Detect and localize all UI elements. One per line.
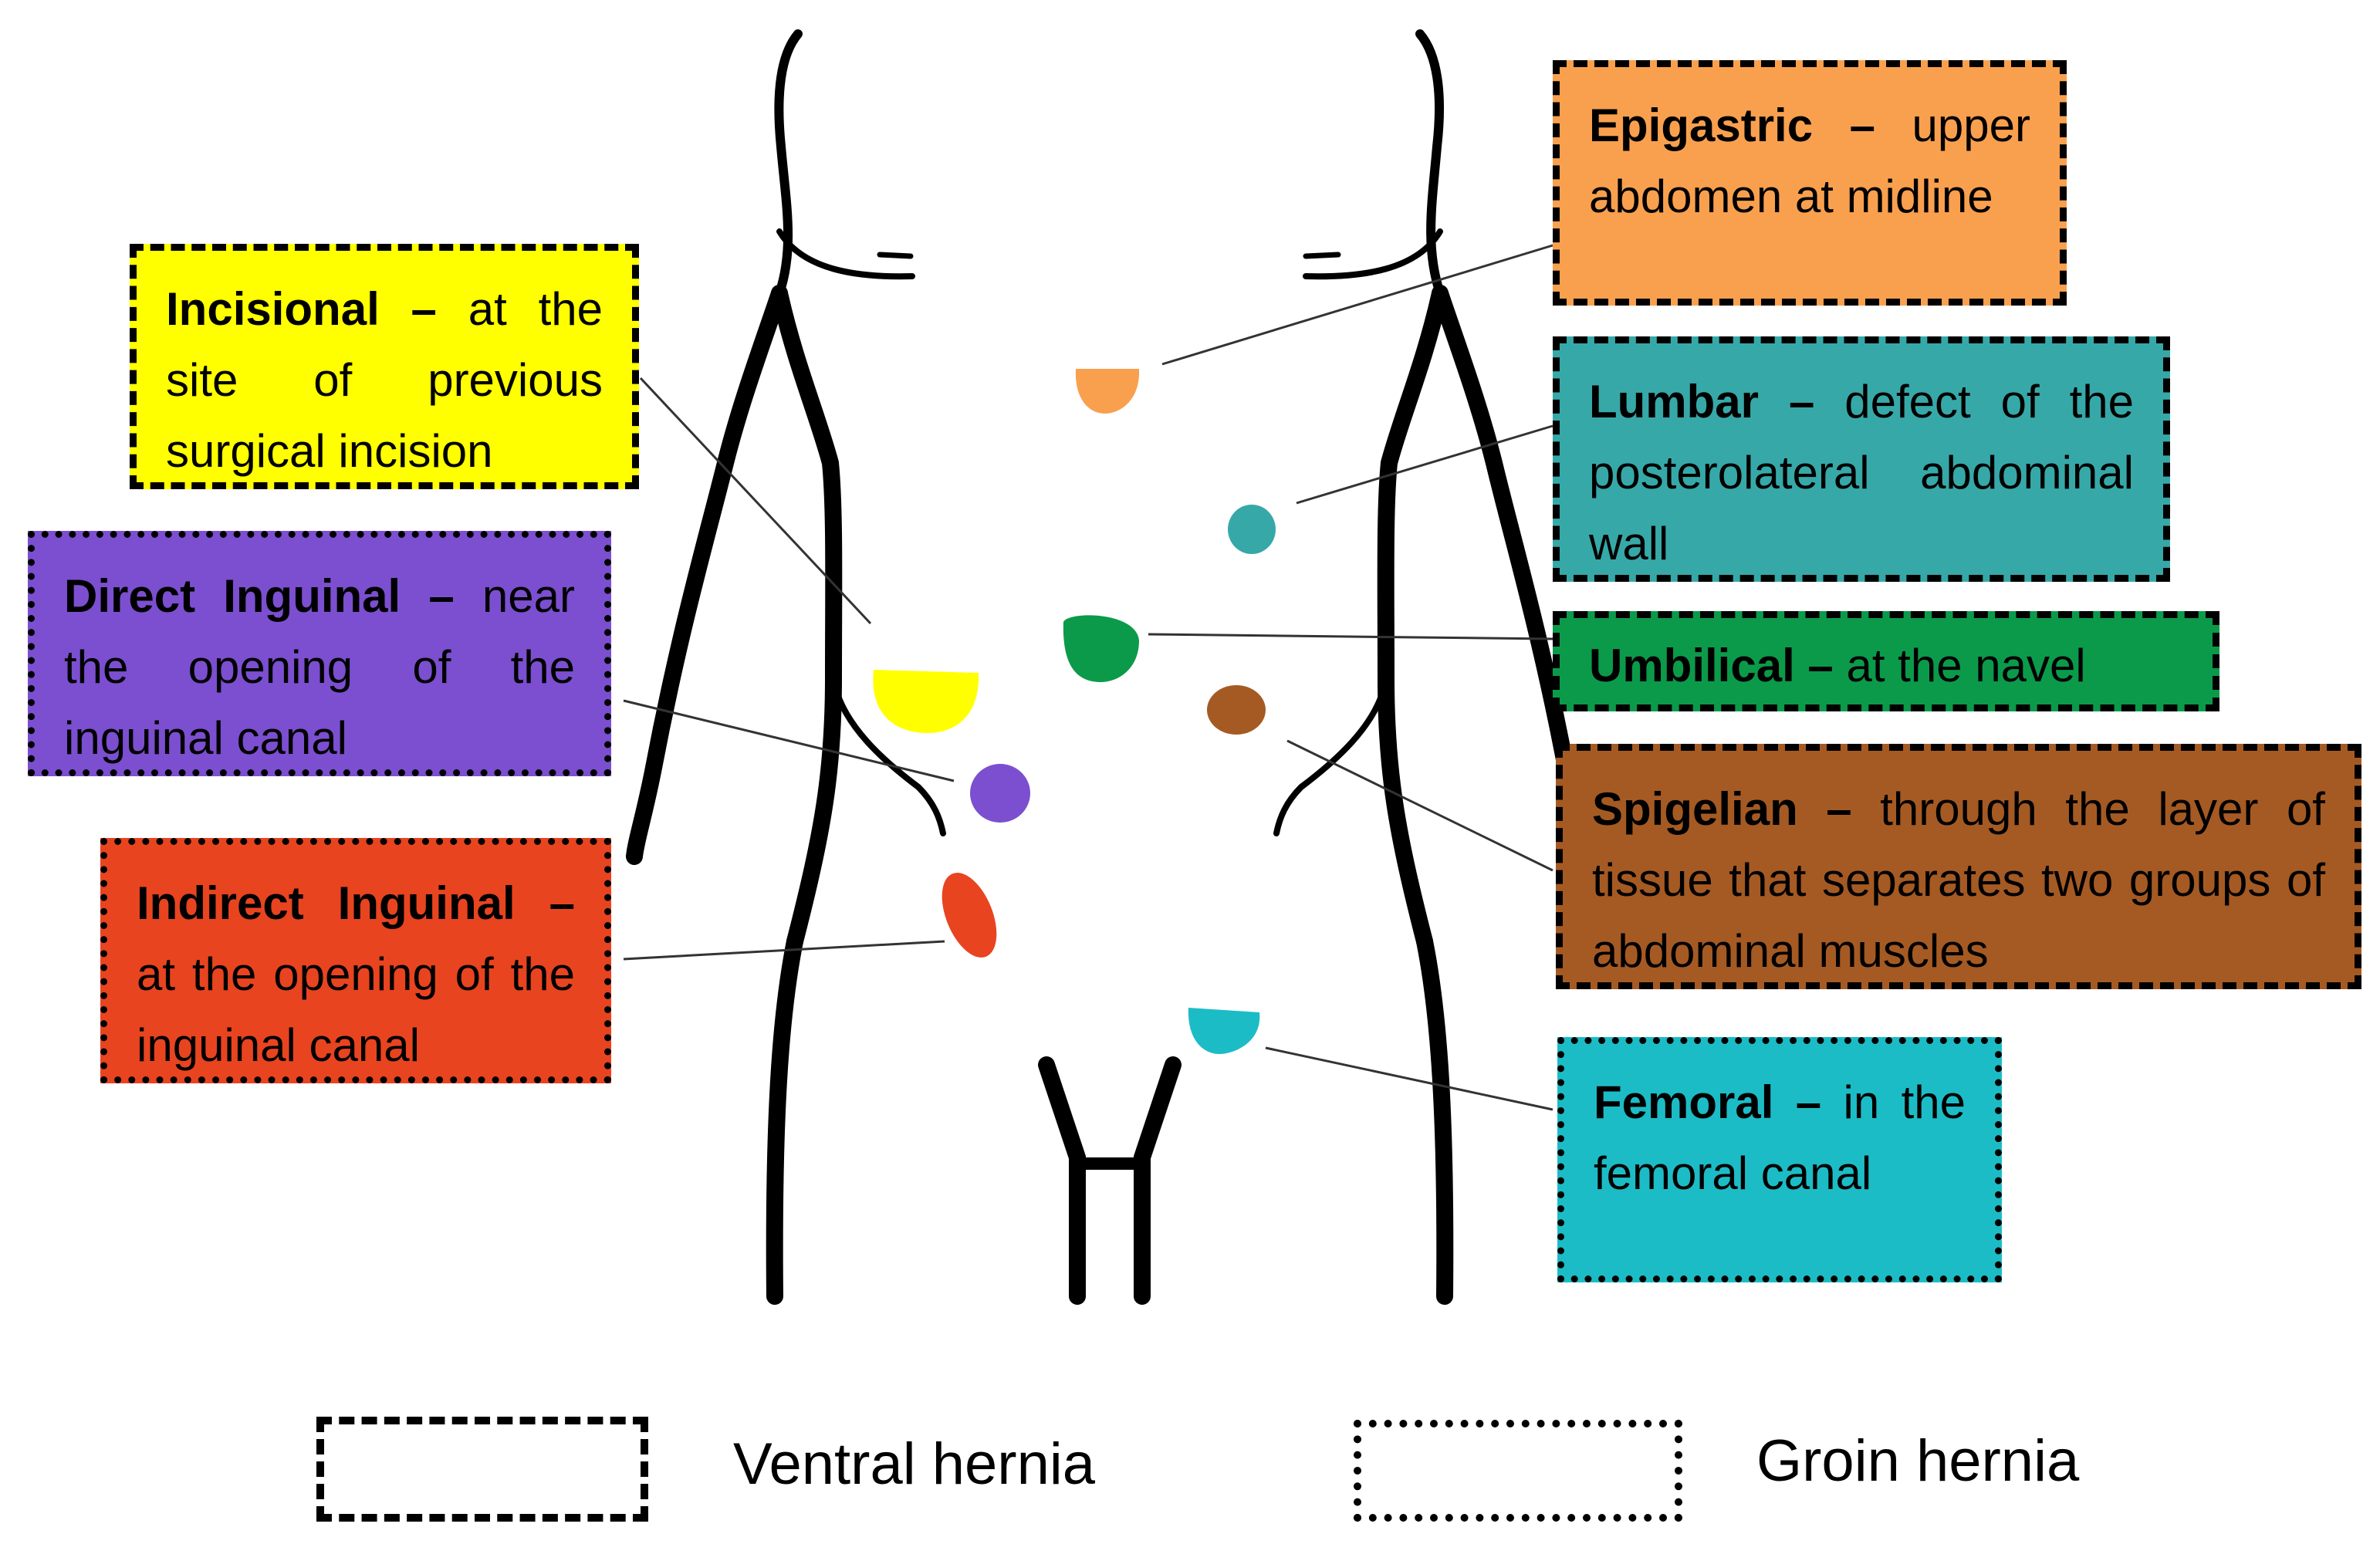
legend-groin-label: Groin hernia: [1756, 1428, 2080, 1494]
label-umbilical-desc: at the navel: [1846, 640, 2086, 691]
label-separator: –: [515, 877, 575, 929]
label-umbilical-name: Umbilical: [1589, 640, 1795, 691]
label-incisional: Incisional – at the site of previous sur…: [130, 244, 639, 489]
label-lumbar-name: Lumbar: [1589, 376, 1760, 427]
marker-spigelian: [1207, 685, 1266, 735]
connector-lines: [623, 244, 1553, 1111]
label-direct-inguinal-name: Direct Inguinal: [64, 570, 401, 622]
label-direct-inguinal: Direct Inguinal – near the opening of th…: [28, 531, 611, 776]
label-indirect-inguinal-name: Indirect Inguinal: [137, 877, 516, 929]
label-spigelian-name: Spigelian: [1592, 783, 1798, 835]
label-separator: –: [1813, 100, 1912, 151]
label-spigelian-desc: through the layer of tissue that separat…: [1592, 783, 2325, 977]
label-separator: –: [401, 570, 482, 622]
label-incisional-desc: at the site of previous surgical incisio…: [166, 283, 603, 477]
label-indirect-inguinal: Indirect Inguinal – at the opening of th…: [100, 838, 611, 1083]
label-separator: –: [1759, 376, 1845, 427]
label-femoral-desc: in the femoral canal: [1594, 1076, 1966, 1199]
label-separator: –: [379, 283, 468, 335]
marker-direct-inguinal: [970, 764, 1030, 823]
body-outline: [626, 29, 1594, 1305]
marker-epigastric: [1075, 369, 1140, 414]
label-femoral-name: Femoral: [1594, 1076, 1774, 1128]
hernia-markers: [873, 369, 1276, 1054]
label-indirect-inguinal-desc: at the opening of the inguinal canal: [137, 948, 575, 1071]
label-direct-inguinal-desc: near the opening of the inguinal canal: [64, 570, 576, 764]
label-umbilical: Umbilical – at the navel: [1553, 611, 2219, 711]
legend-groin-swatch: [1354, 1420, 1682, 1522]
label-separator: –: [1773, 1076, 1844, 1128]
label-epigastric-name: Epigastric: [1589, 100, 1814, 151]
label-epigastric: Epigastric – upper abdomen at midline: [1553, 60, 2067, 306]
label-lumbar: Lumbar – defect of the posterolateral ab…: [1553, 336, 2170, 582]
label-separator: –: [1797, 783, 1881, 835]
label-separator: –: [1794, 640, 1847, 691]
marker-indirect-inguinal: [942, 873, 997, 958]
label-lumbar-desc: defect of the posterolateral abdominal w…: [1589, 376, 2134, 569]
legend-ventral-swatch: [316, 1417, 648, 1522]
label-spigelian: Spigelian – through the layer of tissue …: [1556, 744, 2361, 989]
marker-lumbar: [1228, 505, 1276, 554]
marker-femoral: [1188, 1008, 1260, 1054]
marker-incisional: [873, 670, 979, 733]
legend-ventral-label: Ventral hernia: [733, 1431, 1095, 1497]
marker-umbilical: [1063, 615, 1139, 682]
label-incisional-name: Incisional: [166, 283, 380, 335]
label-femoral: Femoral – in the femoral canal: [1557, 1037, 2002, 1282]
label-epigastric-desc: upper abdomen at midline: [1589, 100, 2030, 222]
